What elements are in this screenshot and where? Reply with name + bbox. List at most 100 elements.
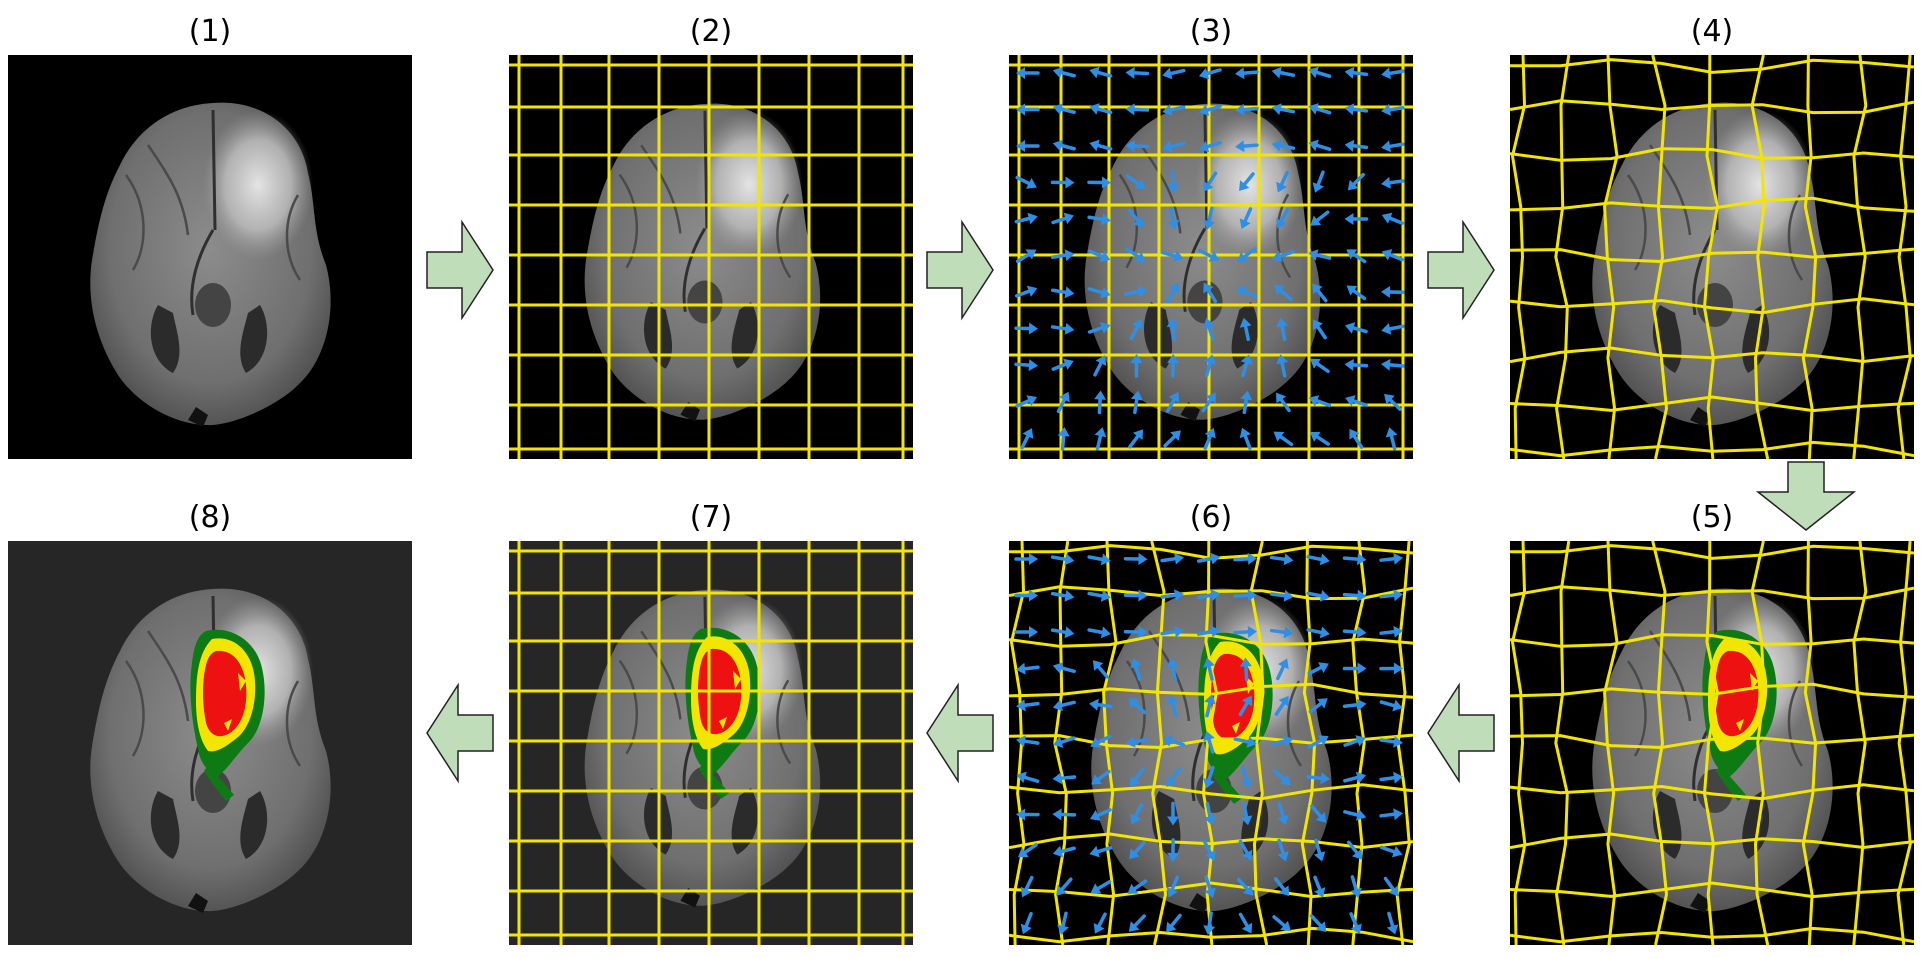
displacement-vector [1379,625,1403,638]
displacement-vector [1272,250,1295,262]
displacement-vector [1269,626,1294,639]
panel-image [1009,55,1413,459]
displacement-vector [1128,697,1147,715]
panel-label: (7) [690,500,733,535]
displacement-vector [1203,171,1218,192]
panel-4: (4) [1510,14,1914,459]
grid-line-vertical [1651,55,1669,459]
displacement-vector [1202,839,1216,861]
displacement-vector [1050,176,1075,189]
displacement-vector [1312,283,1328,303]
displacement-vector [1125,247,1146,262]
displacement-vector [1094,390,1107,415]
displacement-vector [1160,552,1184,565]
displacement-vector [1050,286,1075,299]
displacement-vector [1240,390,1253,415]
displacement-vector [1196,552,1221,565]
displacement-vector [1276,207,1290,229]
displacement-vector [1125,66,1150,79]
displacement-vector [1203,765,1215,789]
displacement-vector [1344,66,1369,79]
displacement-vector [1344,358,1369,371]
displacement-vector [1020,912,1033,935]
displacement-vector [1277,838,1289,862]
displacement-vector [1379,771,1403,784]
displacement-vector [1240,354,1253,378]
displacement-vector [1379,735,1403,748]
displacement-vector [1343,771,1367,784]
displacement-vector [1130,657,1142,681]
grid-line-vertical [1651,541,1669,945]
grid-line-horizontal [1510,783,1914,801]
displacement-vector [1385,427,1398,451]
displacement-vector [1128,914,1146,932]
displacement-vector [1087,553,1111,566]
displacement-vector [1272,915,1291,932]
grid-line-vertical [1249,541,1269,945]
grid-line-vertical [1150,541,1168,945]
displacement-vector [1050,626,1075,639]
panel-label: (6) [1190,500,1233,535]
grid-line-horizontal [1510,147,1914,162]
displacement-vector [1167,206,1180,230]
displacement-vector [1346,249,1367,264]
panel-8: (8) [8,500,412,945]
displacement-vector [1125,139,1150,152]
displacement-vector [1383,876,1399,897]
displacement-vector [1381,212,1404,225]
displacement-vector [1344,139,1369,152]
displacement-vector [1125,735,1150,748]
displacement-vector [1125,174,1146,189]
grid-line-vertical [1102,541,1118,945]
panel-image [8,55,412,459]
displacement-vector [1016,771,1040,784]
displacement-vector [1344,103,1369,116]
displacement-vector [1343,809,1367,821]
grid-line-horizontal [1009,682,1413,699]
panel-image [8,541,412,945]
displacement-vector [1306,553,1330,566]
displacement-vector [1015,395,1038,408]
displacement-vector [1235,103,1259,116]
displacement-vector [1014,626,1038,638]
displacement-vector [1090,808,1112,821]
displacement-vector [1276,354,1288,378]
panel-label: (1) [189,14,232,49]
displacement-vector [1014,589,1038,602]
grid-line-vertical [1702,541,1719,945]
displacement-vector [1233,625,1257,638]
panel-label: (3) [1190,14,1233,49]
displacement-vector [1015,249,1037,264]
displacement-vector [1233,589,1257,602]
panel-image [1009,541,1413,945]
displacement-vector [1016,735,1040,748]
displacement-vector [1167,801,1180,826]
displacement-vector [1016,699,1040,712]
displacement-vector [1269,553,1294,566]
displacement-vector [1306,590,1330,602]
displacement-vector [1271,103,1296,115]
displacement-vector [1088,249,1111,262]
panel-label: (8) [189,500,232,535]
displacement-vector [1162,67,1186,80]
displacement-vector [1014,553,1038,565]
grid-line-horizontal [1510,346,1914,364]
panel-image [1510,541,1914,945]
displacement-vector [1343,735,1366,747]
displacement-vector [1056,391,1070,414]
displacement-vector [1204,694,1216,718]
grid-line-horizontal [1510,440,1914,458]
displacement-vector [1203,657,1215,681]
displacement-vector [1051,212,1074,225]
displacement-vector [1050,553,1075,566]
displacement-vector [1016,808,1040,821]
displacement-vector [1166,694,1179,718]
displacement-vector [1203,911,1216,935]
displacement-vector [1270,735,1294,747]
grid-line-horizontal [1510,633,1914,648]
displacement-vector [1123,626,1148,639]
grid-line-vertical [1510,541,1527,945]
displacement-vector [1308,395,1332,408]
displacement-vector [1236,285,1258,299]
grid-line-horizontal [1510,881,1914,899]
